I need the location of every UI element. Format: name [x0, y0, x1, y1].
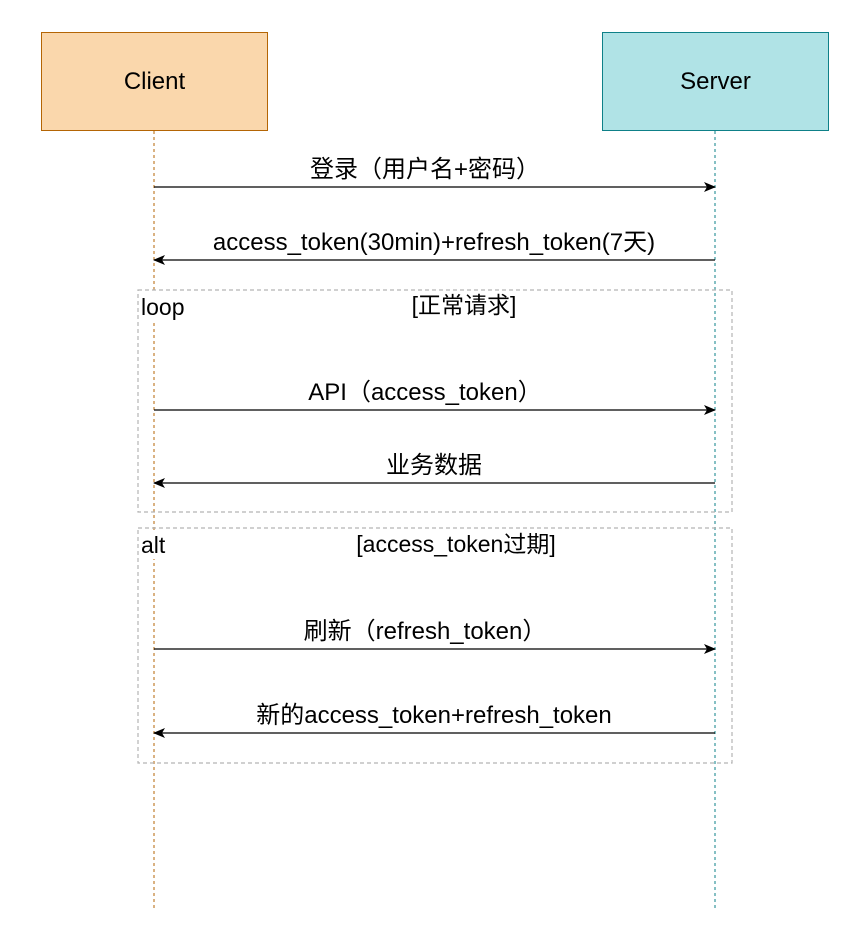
- message-label-login: 登录（用户名+密码）: [309, 156, 541, 183]
- frame-loop-guard: [正常请求]: [411, 292, 517, 318]
- frame-alt-guard: [access_token过期]: [356, 531, 556, 557]
- participant-client: Client: [41, 32, 268, 131]
- participant-server-label: Server: [680, 67, 751, 95]
- message-label-biz: 业务数据: [386, 452, 482, 479]
- message-label-api: API（access_token）: [308, 379, 542, 406]
- participant-client-label: Client: [123, 67, 186, 95]
- frame-loop: [137, 289, 733, 513]
- frame-alt: [137, 527, 733, 764]
- participant-server: Server: [602, 32, 829, 131]
- message-label-refresh: 刷新（refresh_token）: [303, 618, 547, 645]
- message-label-newtokens: 新的access_token+refresh_token: [256, 702, 612, 729]
- message-label-tokens: access_token(30min)+refresh_token(7天): [212, 229, 656, 256]
- frame-alt-operator: alt: [141, 531, 170, 559]
- frame-loop-operator: loop: [141, 293, 189, 321]
